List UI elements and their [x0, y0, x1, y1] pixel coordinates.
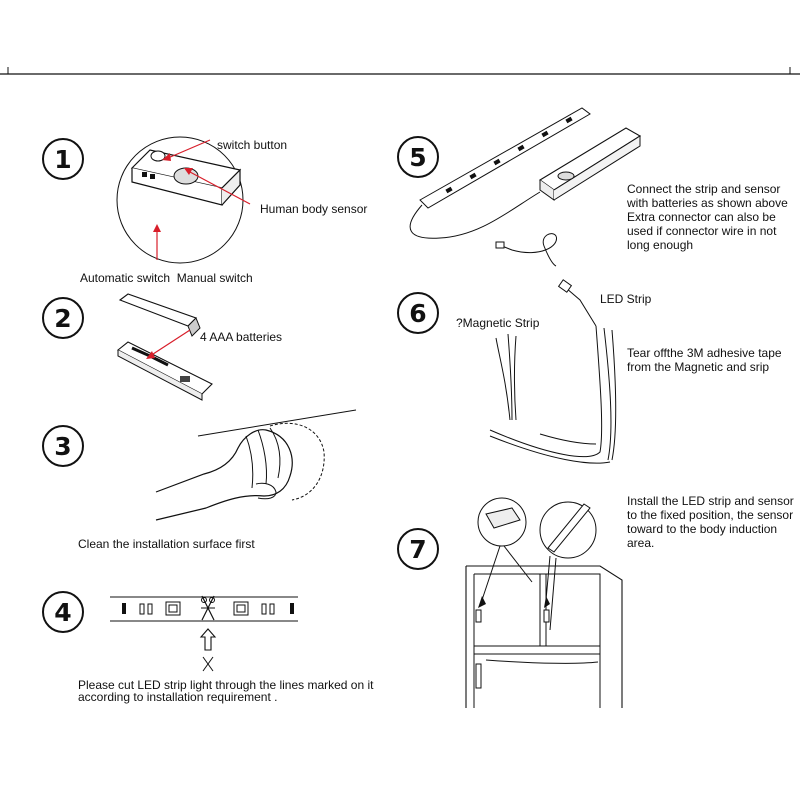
led-strip-label: LED Strip — [600, 292, 652, 306]
up-arrow-icon — [199, 628, 217, 651]
tear-tape-caption: Tear offthe 3M adhesive tape from the Ma… — [627, 346, 782, 374]
magnetic-strip-label: ?Magnetic Strip — [456, 316, 540, 330]
connect-strip-caption: Connect the strip and sensor with batter… — [627, 182, 788, 252]
step-number-5: 5 — [397, 136, 439, 178]
cut-mark-icon — [202, 656, 214, 672]
step-number-4: 4 — [42, 591, 84, 633]
step-number-1: 1 — [42, 138, 84, 180]
clean-surface-caption: Clean the installation surface first — [78, 537, 255, 551]
step-number-7: 7 — [397, 528, 439, 570]
scissors-icon — [201, 595, 215, 621]
cut-caption-line-2: according to installation requirement . — [78, 690, 278, 704]
cut-caption-line-1: Please cut LED strip light through the l… — [78, 678, 374, 692]
switch-types-label: Automatic switch Manual switch — [80, 271, 253, 285]
install-caption: Install the LED strip and sensor to the … — [627, 494, 794, 550]
step-number-2: 2 — [42, 297, 84, 339]
top-divider — [0, 67, 800, 75]
batteries-label: 4 AAA batteries — [200, 330, 283, 344]
step-number-6: 6 — [397, 292, 439, 334]
step-number-3: 3 — [42, 425, 84, 467]
switch-button-label: switch button — [217, 138, 288, 152]
human-body-sensor-label: Human body sensor — [260, 202, 368, 216]
